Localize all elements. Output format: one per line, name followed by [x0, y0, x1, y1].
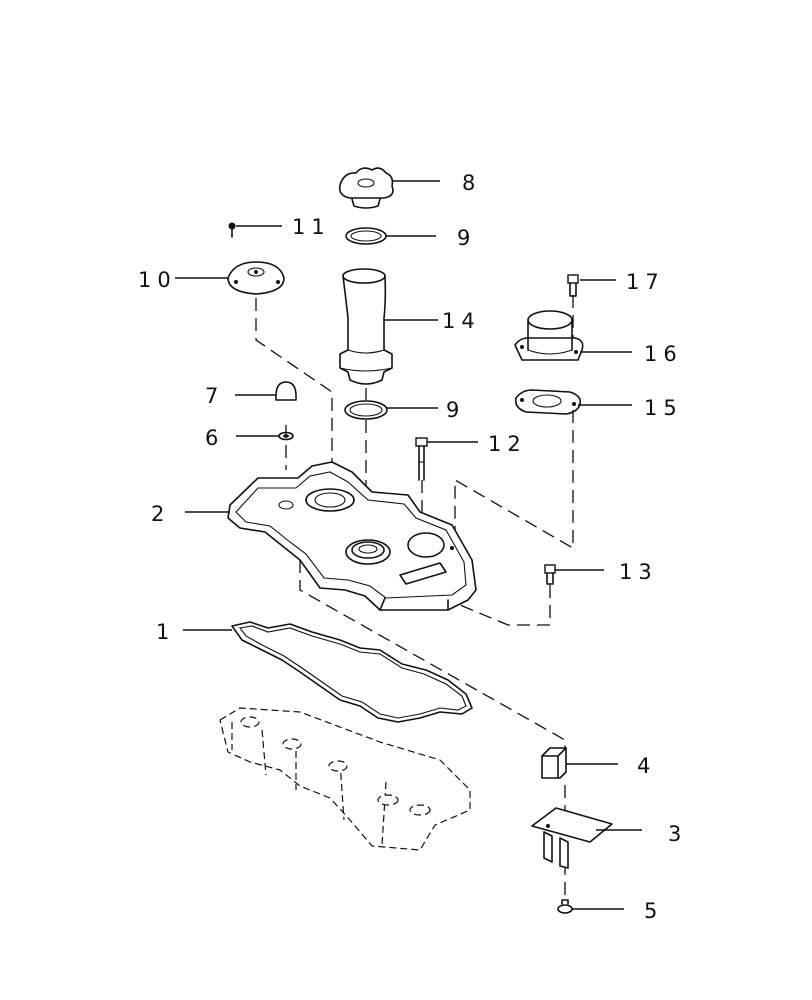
label-13: 13	[619, 560, 658, 584]
label-9-upper: 9	[457, 226, 476, 250]
label-15: 15	[644, 396, 683, 420]
label-4: 4	[637, 754, 656, 778]
part-1-rocker-gasket	[183, 621, 473, 723]
part-9-upper-oring	[345, 227, 436, 245]
label-5: 5	[644, 899, 663, 923]
part-15-gasket	[514, 389, 632, 415]
part-17-bolt	[567, 274, 616, 297]
part-7-cap-nut	[235, 381, 297, 401]
part-16-outlet-pipe	[514, 310, 632, 361]
label-12: 12	[488, 432, 527, 456]
label-8: 8	[462, 171, 481, 195]
part-5-bolt	[557, 899, 624, 914]
part-6-washer	[236, 431, 294, 441]
part-8-filler-cap	[338, 167, 440, 209]
cylinder-head-phantom	[219, 707, 471, 851]
part-10-breather-cover	[175, 261, 285, 295]
label-9-lower: 9	[446, 398, 465, 422]
label-1: 1	[156, 620, 175, 644]
label-7: 7	[205, 384, 224, 408]
part-2-rocker-cover	[185, 461, 477, 611]
part-4-block	[541, 747, 618, 779]
part-9-lower-oring	[344, 400, 438, 420]
label-2: 2	[151, 502, 170, 526]
label-3: 3	[668, 822, 687, 846]
part-14-filler-tube	[339, 268, 438, 385]
label-11: 11	[292, 215, 331, 239]
part-11-screw	[228, 222, 282, 238]
part-3-bracket	[531, 807, 642, 869]
callout-labels: 1 2 3 4 5 6 7 8 9 9 10 11 12 13 14 15 16…	[138, 171, 687, 923]
label-10: 10	[138, 268, 177, 292]
label-6: 6	[205, 426, 224, 450]
label-17: 17	[626, 270, 665, 294]
label-16: 16	[644, 342, 683, 366]
part-12-bolt	[415, 437, 478, 481]
label-14: 14	[442, 309, 481, 333]
part-13-bolt	[544, 564, 604, 585]
